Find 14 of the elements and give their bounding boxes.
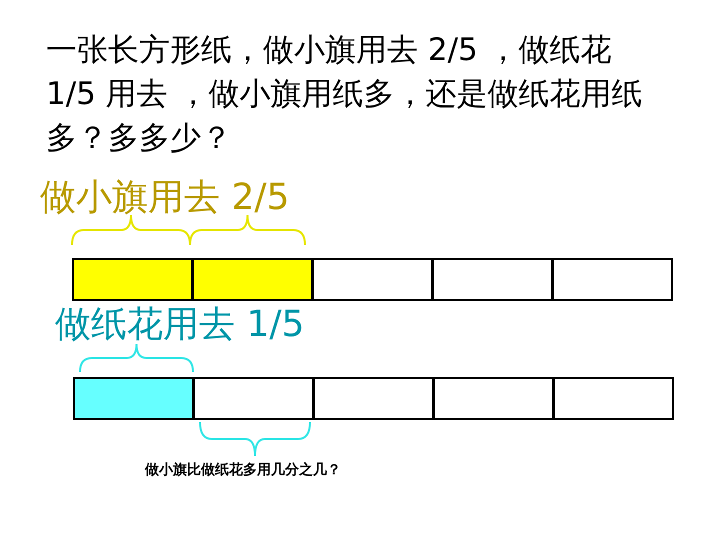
bar-segment [552, 258, 673, 301]
bar-segment [313, 377, 434, 420]
brace-label: 做小旗用去 2/5 [40, 176, 290, 220]
question-text: 做小旗比做纸花多用几分之几？ [145, 462, 341, 479]
problem-text: 一张长方形纸，做小旗用去 2/5 ，做纸花 1/5 用去 ，做小旗用纸多，还是做纸花用纸多？多多少？ [46, 31, 644, 158]
bar-segment [193, 377, 314, 420]
bar-segment [312, 258, 433, 301]
bar-segment [433, 377, 554, 420]
bar-segment [553, 377, 674, 420]
bar-segment [432, 258, 553, 301]
brace-label: 做纸花用去 1/5 [55, 303, 304, 346]
bar-segment [192, 258, 313, 301]
bar-segment [73, 377, 194, 420]
bar-segment [72, 258, 193, 301]
